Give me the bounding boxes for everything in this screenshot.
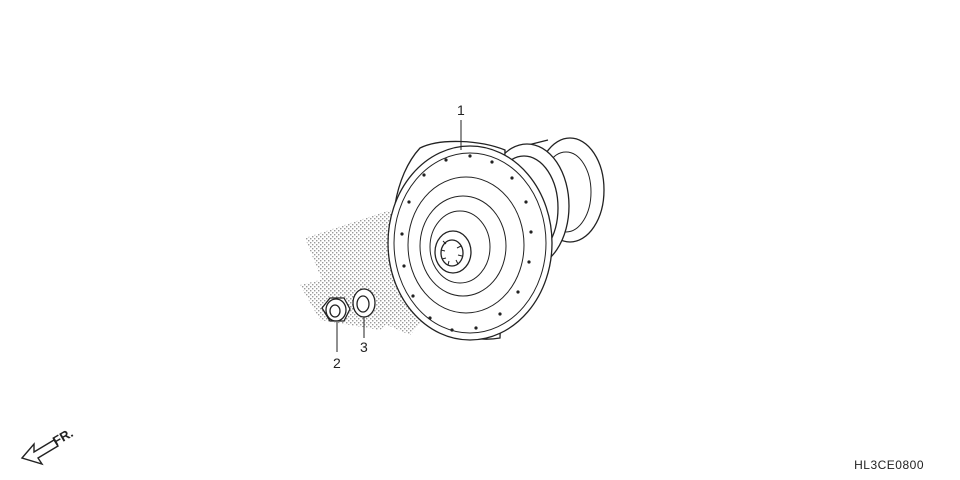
callout-2[interactable]: 2: [333, 355, 341, 371]
callout-3[interactable]: 3: [360, 339, 368, 355]
leader-lines: [336, 120, 462, 352]
spline-hub: [434, 230, 472, 274]
part-2-nut: [321, 297, 351, 322]
callout-1[interactable]: 1: [457, 102, 465, 118]
front-arrow-icon: [20, 439, 59, 466]
diagram-code: HL3CE0800: [854, 458, 924, 472]
part-3-washer: [352, 288, 376, 318]
front-direction-indicator: FR.: [20, 425, 76, 466]
part-1-assembly: [387, 137, 605, 341]
rim-bolts: [400, 154, 533, 332]
